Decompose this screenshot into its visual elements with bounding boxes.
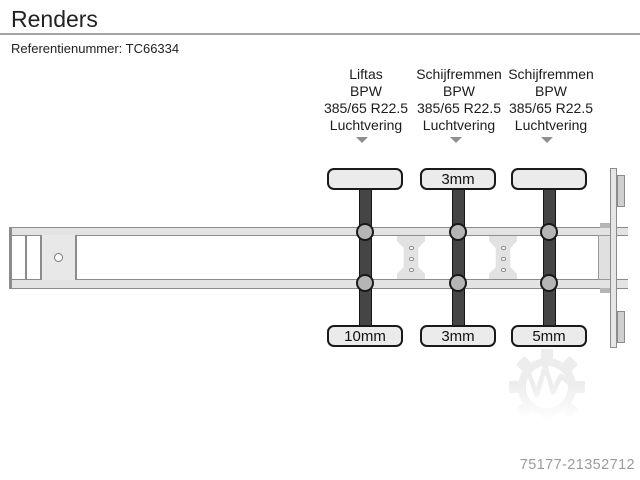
suspension-label: Luchtvering: [329, 117, 403, 133]
axle-brand-label: BPW: [443, 83, 475, 99]
rear-bracket: [600, 288, 610, 293]
chassis-rail-bottom: [10, 279, 628, 289]
tyre-axle1-top: [327, 168, 403, 190]
listing-id: 75177-21352712: [519, 457, 635, 473]
tyre-size-label: 385/65 R22.5: [416, 100, 502, 116]
axle-brand-label: BPW: [535, 83, 567, 99]
axle-hub: [540, 274, 558, 292]
rivet: [501, 256, 506, 261]
tread-depth-label: 10mm: [344, 327, 386, 345]
kingpin-plate: [40, 235, 77, 280]
axle-2-bar: [451, 187, 465, 328]
chassis-rail-top: [10, 227, 628, 236]
suspension-label: Luchtvering: [422, 117, 496, 133]
rivet: [409, 256, 414, 261]
tyre-axle3-top: [511, 168, 587, 190]
rivet: [409, 245, 414, 250]
tyre-size-label: 385/65 R22.5: [323, 100, 409, 116]
reference-number: Referentienummer: TC66334: [11, 41, 180, 56]
axle-1-bar: [358, 187, 372, 328]
axle-type-label: Schijfremmen: [508, 66, 594, 82]
axle-hub: [356, 274, 374, 292]
axle-hub: [449, 274, 467, 292]
tyre-axle2-top: 3mm: [420, 168, 496, 190]
axle-spec-column-1: Liftas BPW 385/65 R22.5 Luchtvering: [314, 66, 418, 134]
suspension-label: Luchtvering: [514, 117, 588, 133]
rear-bumper-bar: [610, 168, 617, 348]
rivet: [501, 245, 506, 250]
axle-hub: [356, 222, 374, 241]
axle-type-label: Schijfremmen: [416, 66, 502, 82]
chassis-front-crossmember: [25, 235, 27, 280]
chevron-down-icon: [541, 137, 553, 143]
rear-bumper-pad: [616, 311, 625, 343]
rear-bracket: [600, 223, 610, 228]
chevron-down-icon: [450, 137, 462, 143]
header-divider: [0, 33, 640, 35]
axle-hub: [449, 222, 467, 241]
axle-spec-column-2: Schijfremmen BPW 385/65 R22.5 Luchtverin…: [407, 66, 511, 134]
tyre-axle2-bottom: 3mm: [420, 325, 496, 347]
axle-3-bar: [542, 187, 556, 328]
watermark-gear-icon: [503, 349, 591, 425]
tyre-size-label: 385/65 R22.5: [508, 100, 594, 116]
rear-bumper-pad: [616, 175, 625, 207]
chassis-front-edge: [9, 227, 12, 289]
axle-brand-label: BPW: [350, 83, 382, 99]
tread-depth-label: 5mm: [532, 327, 566, 345]
tyre-axle1-bottom: 10mm: [327, 325, 403, 347]
rivet: [501, 267, 506, 272]
page-title: Renders: [11, 6, 98, 32]
tyre-axle3-bottom: 5mm: [511, 325, 587, 347]
axle-spec-column-3: Schijfremmen BPW 385/65 R22.5 Luchtverin…: [499, 66, 603, 134]
kingpin: [54, 253, 63, 262]
rivet: [409, 267, 414, 272]
axle-hub: [540, 222, 558, 241]
chevron-down-icon: [356, 137, 368, 143]
tread-depth-label: 3mm: [441, 327, 475, 345]
axle-type-label: Liftas: [349, 66, 383, 82]
tread-depth-label: 3mm: [441, 170, 475, 188]
